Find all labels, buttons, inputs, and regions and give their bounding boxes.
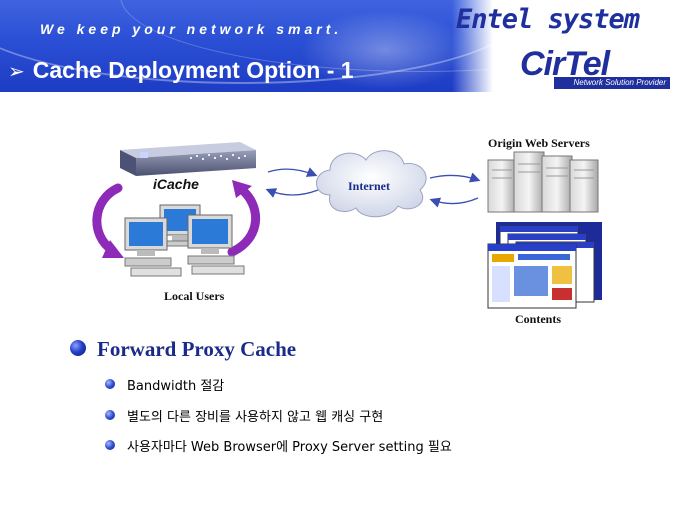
origin-server-towers (487, 151, 599, 213)
contents-label: Contents (515, 312, 562, 326)
company-name: Entel system (456, 4, 640, 35)
origin-servers-label: Origin Web Servers (488, 136, 590, 150)
logo-subtitle: Network Solution Provider (554, 77, 670, 89)
tagline: We keep your network smart. (40, 21, 343, 37)
sphere-bullet-icon (105, 440, 115, 450)
contents-web-pages (487, 222, 602, 309)
main-bullet-text: Forward Proxy Cache (97, 337, 297, 361)
cirtel-logo: CirTel Network Solution Provider (520, 45, 670, 89)
internet-label: Internet (348, 179, 390, 193)
sphere-bullet-icon (70, 340, 86, 356)
logo-text: CirTel (520, 45, 610, 83)
slide-title-text: Cache Deployment Option - 1 (32, 57, 354, 83)
arrow-bullet-icon: ➢ (8, 61, 25, 83)
internet-server-arrows (429, 172, 481, 208)
sub-bullet-text: Bandwidth 절감 (127, 379, 225, 394)
header-banner: We keep your network smart. ➢ Cache Deplo… (0, 0, 680, 92)
cycle-arrows (92, 183, 260, 257)
icache-appliance (120, 142, 256, 176)
cycle-arrow-head (102, 240, 124, 258)
slide-title: ➢ Cache Deployment Option - 1 (8, 57, 354, 84)
sub-bullet-text: 별도의 다른 장비를 사용하지 않고 웹 캐싱 구현 (127, 410, 384, 425)
brand-panel (452, 0, 680, 92)
local-user-computers (124, 204, 245, 277)
local-users-label: Local Users (164, 289, 225, 303)
cycle-arrow-head (232, 180, 252, 198)
internet-cloud (316, 150, 427, 218)
icache-internet-arrows (265, 167, 319, 198)
sphere-bullet-icon (105, 379, 115, 389)
sub-bullet-text: 사용자마다 Web Browser에 Proxy Server setting … (127, 440, 452, 455)
sphere-bullet-icon (105, 410, 115, 420)
banner-splash (300, 10, 470, 90)
icache-label: iCache (153, 176, 199, 192)
